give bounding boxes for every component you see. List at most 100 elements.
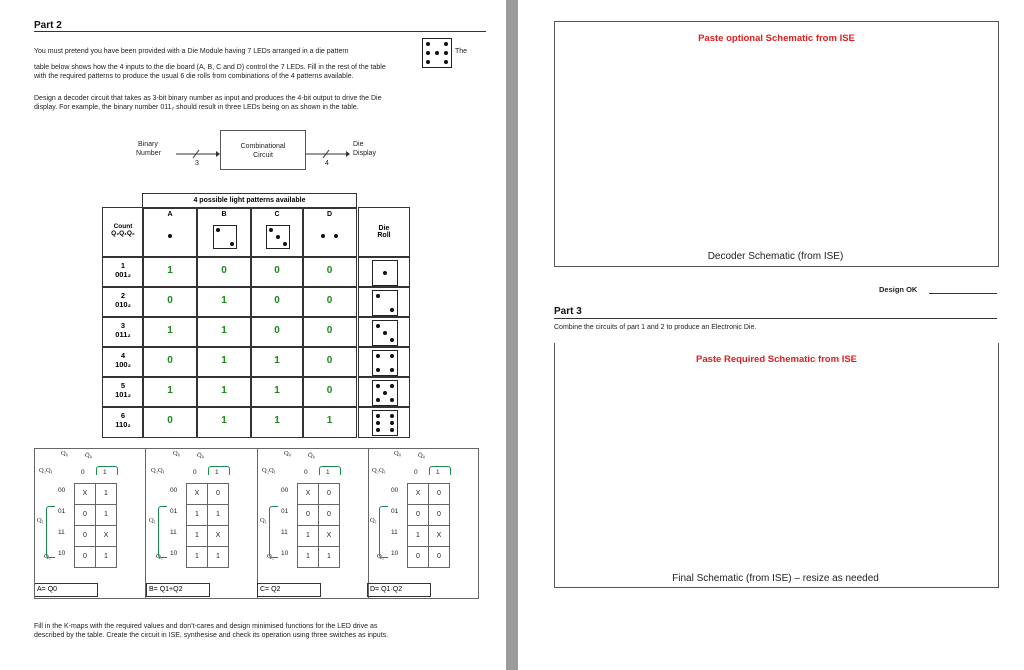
die-roll-cell bbox=[358, 316, 410, 348]
pattern-value-d: 0 bbox=[302, 376, 357, 408]
pattern-value: 0 bbox=[167, 355, 173, 366]
pattern-value-a: 1 bbox=[142, 316, 198, 348]
kmap-equation[interactable]: A= Q0 bbox=[34, 583, 98, 597]
die-roll-label: Roll bbox=[377, 232, 391, 239]
die-face-6-icon bbox=[372, 410, 398, 436]
pattern-value: 0 bbox=[274, 325, 280, 336]
kmap-cell[interactable]: 1 bbox=[407, 525, 429, 547]
kmap-cell[interactable]: X bbox=[297, 483, 319, 505]
input-width: 3 bbox=[195, 160, 199, 167]
divider bbox=[34, 31, 486, 32]
count-label: Count bbox=[113, 223, 133, 230]
kmap-cell[interactable]: 0 bbox=[74, 504, 96, 526]
pattern-letter: A bbox=[167, 211, 173, 218]
optional-schematic-box[interactable]: Paste optional Schematic from ISE bbox=[554, 21, 999, 267]
pattern-value: 0 bbox=[326, 355, 333, 366]
kmap-row-label: 00 bbox=[170, 487, 178, 494]
kmap-cell[interactable]: 0 bbox=[407, 546, 429, 568]
kmap-row-label: 11 bbox=[58, 529, 65, 536]
kmap-equation[interactable]: B= Q1+Q2 bbox=[146, 583, 210, 597]
kmap-cell[interactable]: X bbox=[186, 483, 208, 505]
kmap-cell[interactable]: 1 bbox=[297, 546, 319, 568]
kmap-cell[interactable]: 0 bbox=[74, 546, 96, 568]
pattern-value-a: 1 bbox=[142, 376, 198, 408]
pattern-value-d: 1 bbox=[302, 406, 357, 438]
kmap-bracket bbox=[319, 466, 341, 475]
kmap-bracket bbox=[208, 466, 230, 475]
output-label: Display bbox=[353, 150, 376, 157]
die-face-3-icon bbox=[372, 320, 398, 346]
pattern-value-b: 1 bbox=[196, 346, 252, 378]
count-binary: 010₂ bbox=[115, 300, 131, 309]
kmap-cell[interactable]: 0 bbox=[428, 504, 450, 526]
kmap-q0-label: Q₀ bbox=[61, 450, 68, 457]
kmap-q0bar-label: Q̄₀ bbox=[85, 452, 92, 459]
pattern-header-B: B bbox=[196, 207, 252, 258]
kmap-row-label: 10 bbox=[170, 550, 178, 557]
pattern-value: 0 bbox=[326, 385, 333, 396]
kmap-cell[interactable]: 0 bbox=[74, 525, 96, 547]
count-number: 2 bbox=[120, 291, 126, 300]
pattern-value: 1 bbox=[274, 415, 280, 426]
kmap-cell[interactable]: 1 bbox=[186, 546, 208, 568]
kmap-cell[interactable]: 1 bbox=[95, 483, 117, 505]
kmap-cell[interactable]: 0 bbox=[428, 546, 450, 568]
kmap-row-label: 01 bbox=[170, 508, 178, 515]
design-ok-line[interactable] bbox=[929, 293, 997, 294]
kmap-cell[interactable]: X bbox=[95, 525, 117, 547]
kmap-cell[interactable]: 0 bbox=[407, 504, 429, 526]
pattern-value-c: 1 bbox=[250, 346, 304, 378]
intro-text: table below shows how the 4 inputs to th… bbox=[34, 64, 386, 71]
kmap-row-label: 00 bbox=[58, 487, 66, 494]
kmap-cell[interactable]: 1 bbox=[297, 525, 319, 547]
kmap-cell[interactable]: X bbox=[74, 483, 96, 505]
pattern-value: 1 bbox=[221, 355, 227, 366]
die-roll-cell bbox=[358, 286, 410, 318]
required-schematic-box[interactable]: Paste Required Schematic from ISE bbox=[554, 343, 999, 588]
pattern-value: 0 bbox=[221, 265, 227, 276]
kmap-cell[interactable]: 0 bbox=[318, 504, 340, 526]
kmap-row-label: 11 bbox=[391, 529, 398, 536]
kmap-cell[interactable]: X bbox=[207, 525, 229, 547]
kmap-equation[interactable]: C= Q2 bbox=[257, 583, 321, 597]
kmap-cell[interactable]: 1 bbox=[95, 546, 117, 568]
kmap-row-label: 01 bbox=[281, 508, 289, 515]
kmap-cell[interactable]: 1 bbox=[186, 525, 208, 547]
kmap-row-label: 01 bbox=[391, 508, 399, 515]
pattern-value: 0 bbox=[167, 295, 173, 306]
pattern-header-C: C bbox=[250, 207, 304, 258]
count-binary: 101₂ bbox=[115, 390, 131, 399]
kmap-cell[interactable]: X bbox=[407, 483, 429, 505]
kmap-cell[interactable]: 0 bbox=[297, 504, 319, 526]
pattern-letter: D bbox=[326, 211, 333, 218]
count-binary: 100₂ bbox=[115, 360, 131, 369]
die-roll-cell bbox=[358, 346, 410, 378]
kmap-cell[interactable]: 1 bbox=[95, 504, 117, 526]
count-number: 3 bbox=[120, 321, 126, 330]
kmap-equation[interactable]: D= Q1·Q2 bbox=[367, 583, 431, 597]
kmap-cell[interactable]: 1 bbox=[318, 546, 340, 568]
kmap-bracket bbox=[269, 506, 278, 558]
kmap-cell[interactable]: 0 bbox=[428, 483, 450, 505]
kmap-cell[interactable]: 1 bbox=[207, 504, 229, 526]
kmap-cell[interactable]: X bbox=[428, 525, 450, 547]
die-face-1-icon bbox=[372, 260, 398, 286]
pattern-value-b: 0 bbox=[196, 256, 252, 288]
design-text: Design a decoder circuit that takes as 3… bbox=[34, 95, 382, 102]
pattern-value: 1 bbox=[221, 295, 227, 306]
kmap-cell[interactable]: 0 bbox=[318, 483, 340, 505]
kmap-cell[interactable]: 1 bbox=[207, 546, 229, 568]
kmap-cell[interactable]: X bbox=[318, 525, 340, 547]
kmap-row-label: 00 bbox=[281, 487, 289, 494]
kmap-col1-label: 1 bbox=[215, 469, 219, 476]
pattern-value-a: 0 bbox=[142, 346, 198, 378]
pattern-C-icon bbox=[266, 225, 290, 249]
divider bbox=[554, 318, 997, 319]
die-face-4-icon bbox=[372, 350, 398, 376]
kmap-cell[interactable]: 0 bbox=[207, 483, 229, 505]
kmap-cell[interactable]: 1 bbox=[186, 504, 208, 526]
intro-text: with the required patterns to produce th… bbox=[34, 73, 354, 80]
